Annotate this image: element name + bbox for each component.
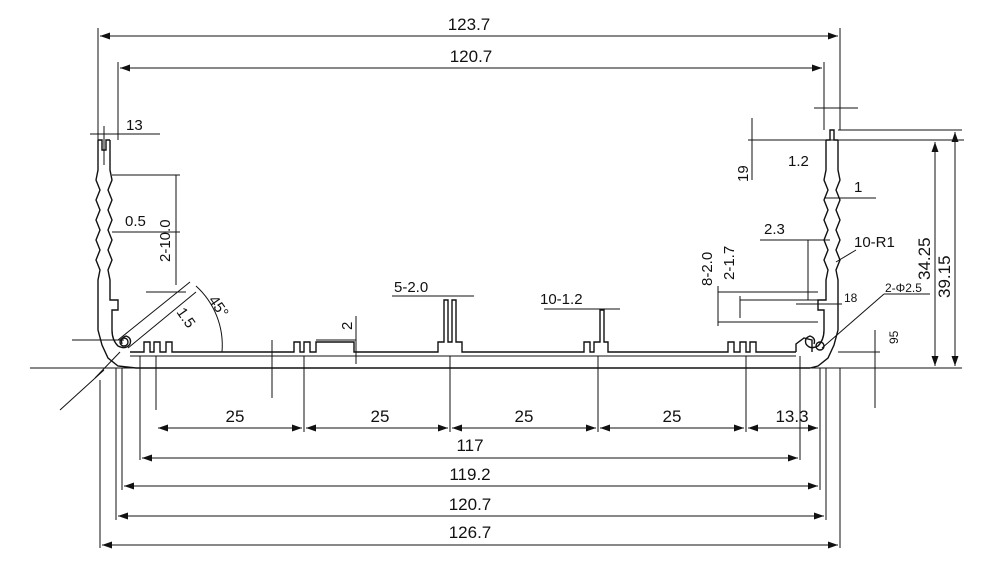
dim-18: 18 — [844, 291, 858, 305]
bottom-dimensions: 25 25 25 25 13.3 117 119.2 120.7 126.7 — [99, 356, 841, 549]
leader-holes — [821, 293, 885, 349]
dim-8-2-0: 8-2.0 — [699, 252, 716, 286]
dim-top-outer: 123.7 — [448, 15, 491, 34]
dim-39-15: 39.15 — [935, 255, 954, 298]
dim-10-r1: 10-R1 — [854, 234, 895, 251]
dim-holes: 2-Φ2.5 — [885, 281, 922, 295]
dim-bottom-119-2: 119.2 — [449, 465, 490, 484]
dim-rib-2: 2 — [339, 322, 356, 330]
left-wall-outer — [95, 140, 137, 369]
left-wall-inner — [107, 140, 119, 330]
dim-45: 45° — [205, 293, 232, 321]
dim-10-1-2: 10-1.2 — [540, 291, 583, 308]
dim-spacing-3: 25 — [515, 407, 534, 426]
section-lines — [30, 281, 905, 411]
dim-bottom-126-7: 126.7 — [449, 523, 492, 542]
left-wall-annotations: 13 0.5 2-10.0 1.5 45° — [90, 117, 232, 331]
right-wall-cap — [826, 129, 838, 141]
dim-95: 95 — [887, 330, 901, 344]
dim-2-3: 2.3 — [764, 221, 785, 238]
dim-13: 13 — [126, 117, 143, 134]
dim-1: 1 — [854, 179, 862, 196]
right-wall-annotations: 19 1.2 1 2.3 10-R1 8-2.0 2-1.7 18 2-Φ2.5… — [699, 107, 964, 349]
dim-spacing-4: 25 — [663, 407, 682, 426]
top-dimensions: 123.7 120.7 — [97, 15, 841, 140]
right-wall-inner — [817, 140, 829, 330]
dim-34-25: 34.25 — [915, 237, 934, 280]
right-pocket — [795, 337, 813, 352]
dim-bottom-117: 117 — [456, 436, 483, 455]
dim-5-2-0: 5-2.0 — [394, 279, 428, 296]
right-wall-outer — [809, 140, 841, 369]
dim-19: 19 — [735, 165, 752, 182]
dim-2-1-7: 2-1.7 — [721, 246, 738, 280]
dim-1-2: 1.2 — [788, 153, 809, 170]
dim-bottom-120-7: 120.7 — [449, 495, 492, 514]
floor-top — [130, 299, 796, 353]
dim-spacing-2: 25 — [371, 407, 390, 426]
angle-arc — [195, 285, 223, 353]
dim-0-5: 0.5 — [125, 213, 146, 230]
dim-spacing-5: 13.3 — [775, 407, 808, 426]
height-dimensions: 34.25 39.15 — [838, 129, 962, 369]
left-diag-2 — [94, 351, 121, 379]
left-fillet-hole — [119, 337, 129, 347]
leader-10-r1 — [835, 249, 857, 263]
floor-annotations: 2 5-2.0 10-1.2 — [271, 279, 620, 398]
dim-2-10: 2-10.0 — [157, 219, 174, 262]
dim-spacing-1: 25 — [226, 407, 245, 426]
angle-leg-2 — [127, 291, 197, 349]
dim-top-inner: 120.7 — [450, 47, 493, 66]
